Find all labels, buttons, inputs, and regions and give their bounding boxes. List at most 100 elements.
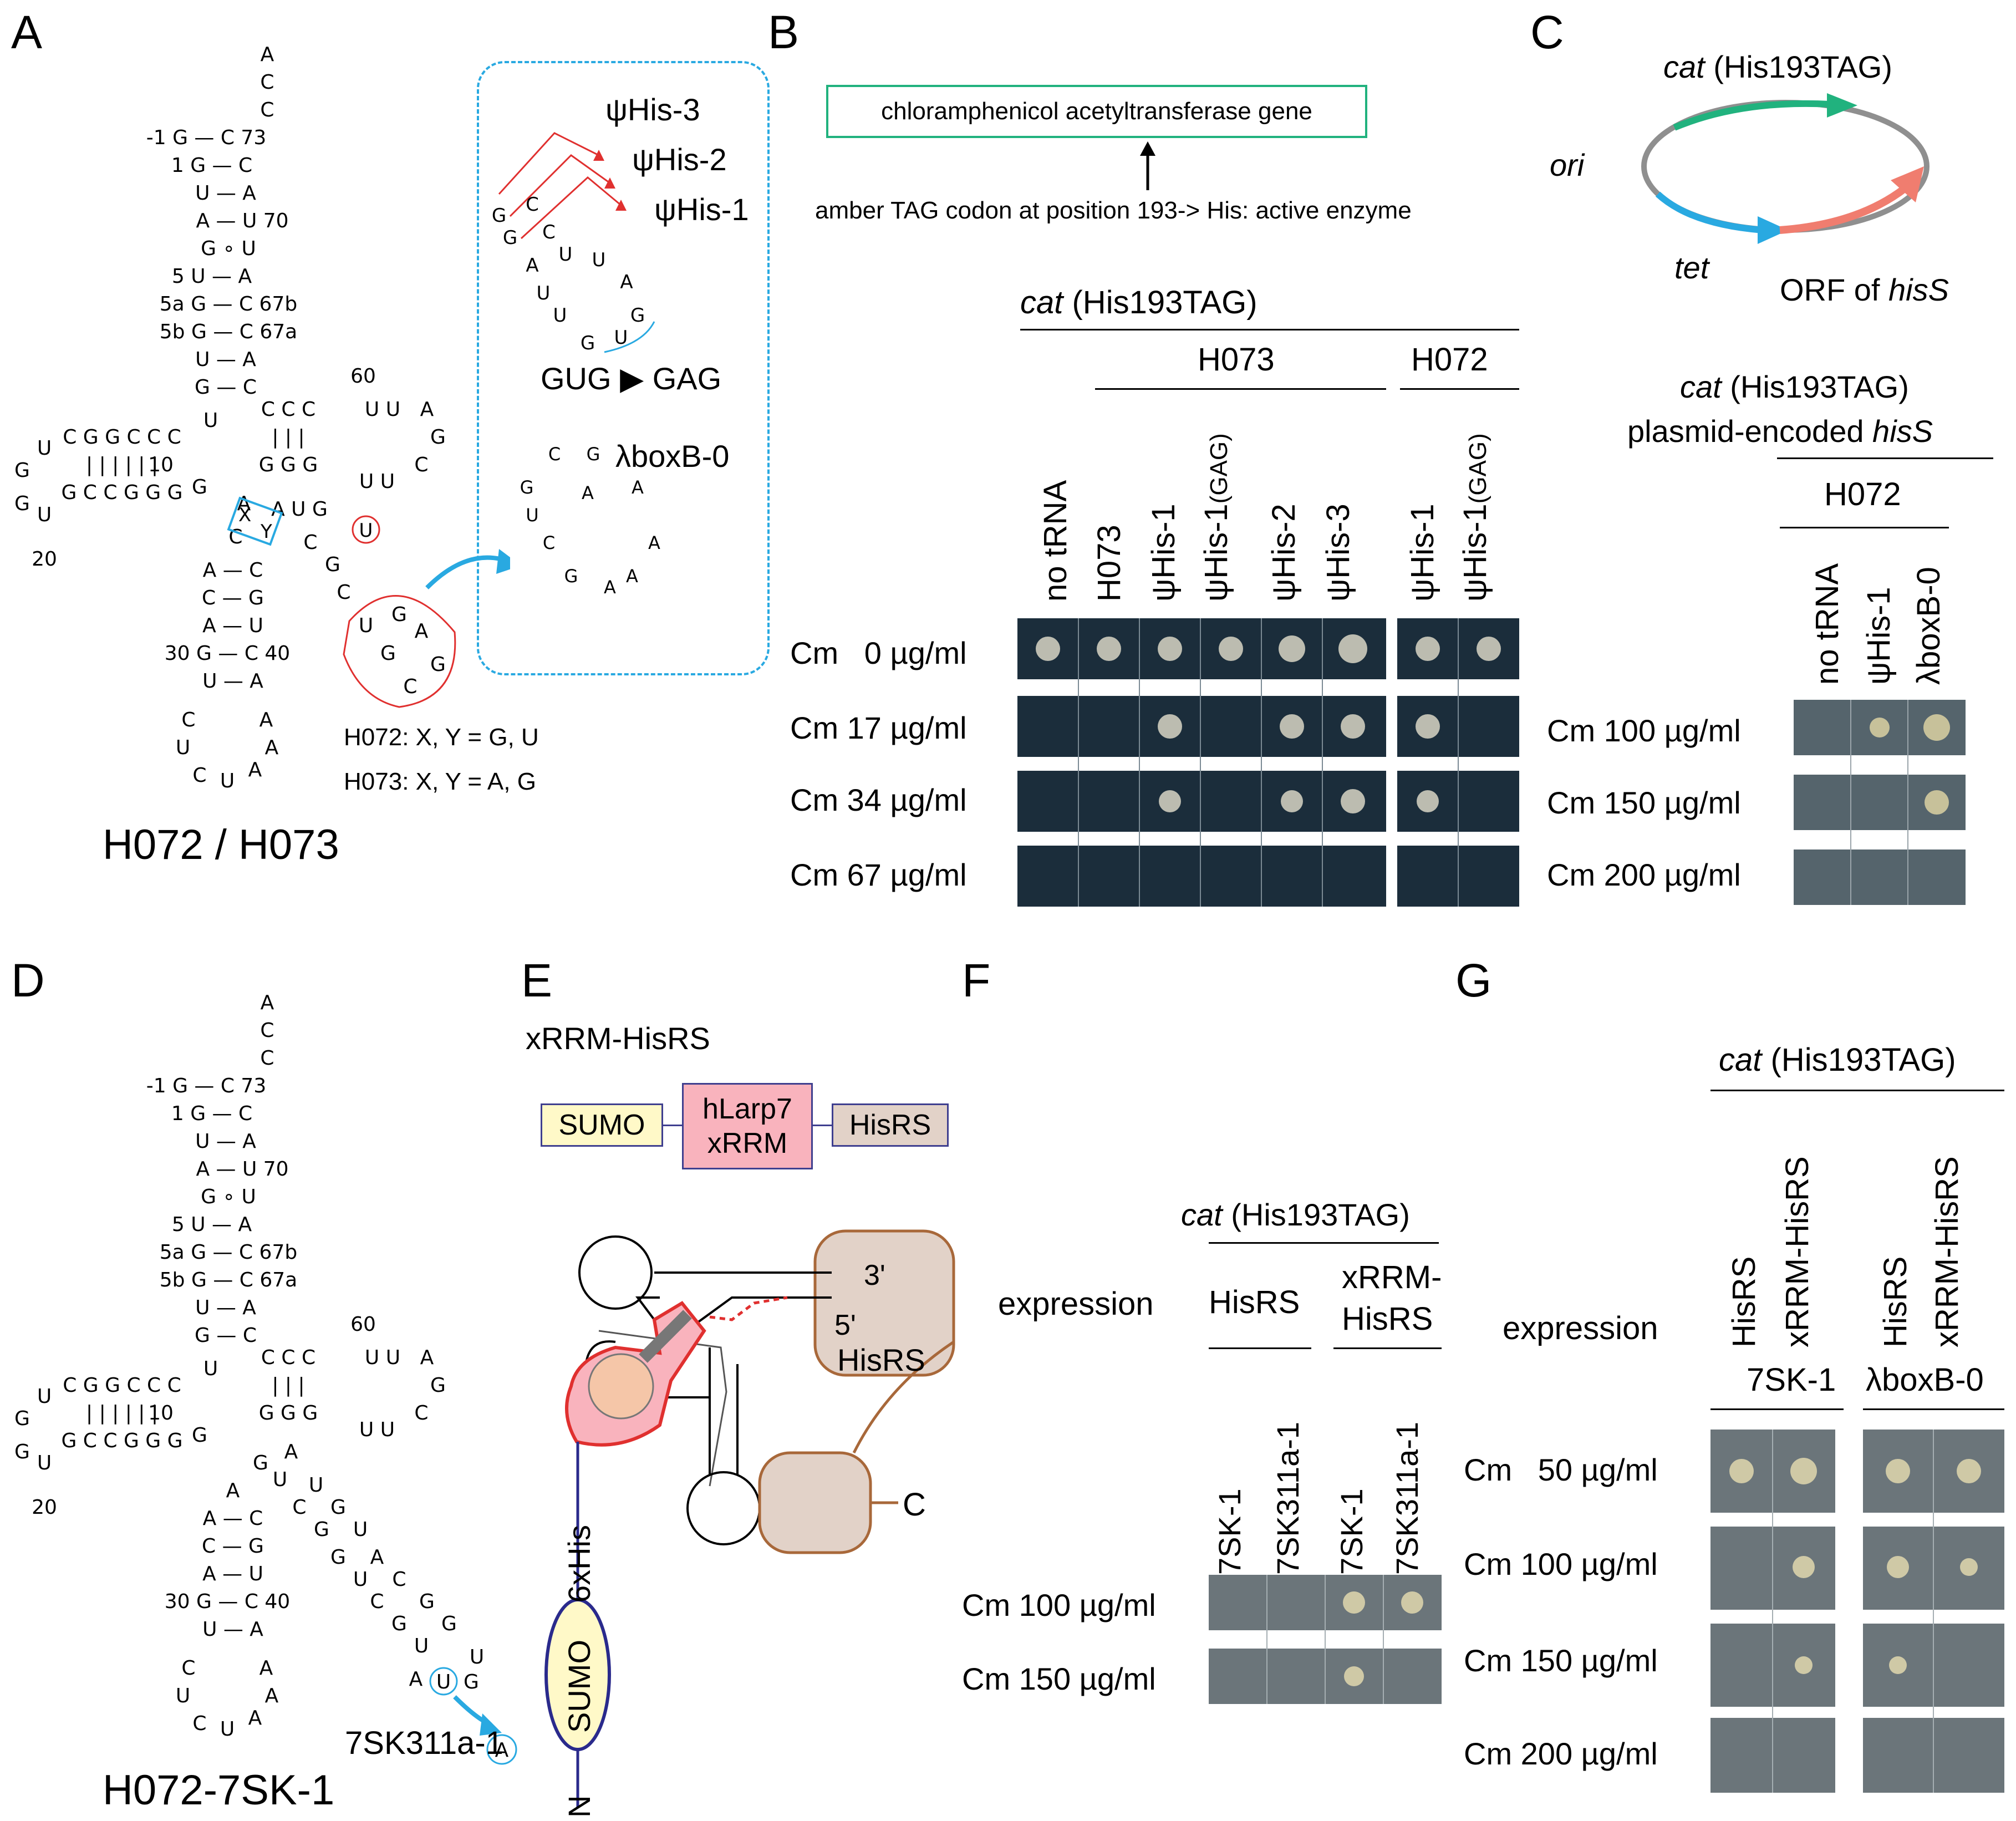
svg-text:A: A	[632, 477, 644, 498]
svg-text:C — G: C — G	[202, 587, 264, 609]
c-title-2: plasmid-encoded hisS	[1627, 413, 1933, 449]
b-col-8-gag: (GAG)	[1464, 433, 1491, 504]
svg-text:C: C	[403, 675, 417, 698]
b-row-2: Cm 17 µg/ml	[790, 710, 967, 745]
panel-label-e: E	[521, 954, 553, 1006]
svg-text:A: A	[495, 1739, 509, 1762]
c-orf-hiss: hisS	[1888, 272, 1949, 307]
c-rule-1	[1777, 457, 1993, 459]
svg-text:C: C	[181, 709, 195, 731]
c-row-1: Cm 100 µg/ml	[1547, 713, 1741, 748]
svg-text:C: C	[392, 1568, 406, 1591]
svg-text:C: C	[337, 581, 350, 604]
svg-text:G: G	[492, 205, 506, 227]
b-h072-rule	[1400, 388, 1519, 390]
c-orf: ORF of hisS	[1780, 272, 1949, 308]
f-xrrm-2: HisRS	[1342, 1301, 1433, 1337]
g-group-1: 7SK-1	[1747, 1362, 1836, 1398]
e-c-term: C	[903, 1487, 926, 1523]
svg-text:G: G	[503, 227, 517, 249]
f-rule-3	[1333, 1347, 1442, 1349]
lboxb-label: λboxB-0	[615, 439, 730, 474]
b-header-cat: cat (His193TAG)	[1020, 284, 1258, 321]
c-rule-2	[1780, 527, 1949, 528]
svg-text:5b G — C 67a: 5b G — C 67a	[160, 321, 297, 343]
svg-text:A: A	[248, 1707, 262, 1730]
svg-text:C G G C C C: C G G C C C	[63, 1374, 181, 1397]
svg-text:G: G	[14, 1407, 30, 1430]
svg-text:C: C	[260, 1019, 274, 1042]
e-3prime: 3'	[864, 1259, 885, 1291]
h073-note: H073: X, Y = A, G	[344, 768, 536, 795]
svg-text:Y: Y	[260, 521, 272, 543]
svg-text:U U: U U	[365, 1346, 400, 1369]
e-5prime: 5'	[834, 1309, 856, 1341]
b-cat-italic: cat	[1020, 284, 1063, 321]
svg-text:5a G — C 67b: 5a G — C 67b	[160, 1241, 297, 1264]
svg-text:G G G: G G G	[259, 454, 318, 476]
f-col-2: 7SK311a-1	[1270, 1421, 1305, 1575]
trna-structure-d: ACC -1 G — C 73 1 G — C U — A A — U 70 G…	[14, 991, 517, 1765]
svg-text:G: G	[587, 444, 600, 465]
svg-text:U: U	[436, 1671, 451, 1693]
svg-text:A: A	[604, 577, 616, 598]
svg-text:U: U	[592, 249, 606, 271]
c-title-cat: cat	[1680, 369, 1722, 404]
svg-text:G: G	[581, 332, 595, 354]
svg-text:A: A	[370, 1546, 384, 1569]
e-sumo-label: SUMO	[558, 1109, 645, 1141]
svg-text:60: 60	[350, 1313, 376, 1336]
svg-text:C C C: C C C	[261, 398, 315, 421]
c-tet: tet	[1674, 250, 1709, 285]
trna-structure-a: ACC -1 G — C 73 1 G — C U — A A — U 70 G…	[14, 43, 510, 792]
e-hisrs-domain: HisRS	[837, 1342, 925, 1377]
svg-text:U: U	[176, 736, 190, 759]
c-orf-text: ORF of	[1780, 272, 1889, 307]
svg-text:| | | | | |: | | | | | |	[86, 1402, 158, 1425]
c-plasmid-cat-italic: cat	[1663, 49, 1705, 84]
b-h073-rule	[1095, 388, 1386, 390]
svg-text:C: C	[414, 454, 428, 476]
g-row-3: Cm 150 µg/ml	[1464, 1643, 1658, 1678]
c-row-3: Cm 200 µg/ml	[1547, 857, 1741, 892]
f-rule-2	[1209, 1347, 1311, 1349]
svg-text:U: U	[220, 1718, 235, 1741]
svg-text:10: 10	[148, 1402, 174, 1425]
c-plasmid-cat: cat (His193TAG)	[1663, 49, 1892, 85]
h072-note: H072: X, Y = G, U	[344, 724, 539, 751]
svg-text:C: C	[543, 532, 555, 553]
svg-text:A: A	[582, 482, 594, 503]
svg-text:1 G — C: 1 G — C	[171, 1102, 252, 1125]
f-hisrs: HisRS	[1209, 1284, 1300, 1320]
panel-label-f: F	[962, 954, 991, 1006]
e-sumo-oval: SUMO	[562, 1640, 597, 1733]
svg-text:A: A	[409, 1668, 423, 1691]
svg-text:C: C	[548, 444, 561, 465]
svg-text:G: G	[330, 1546, 346, 1569]
panel-label-b: B	[768, 6, 800, 58]
svg-text:30 G — C 40: 30 G — C 40	[165, 642, 290, 665]
b-row-3: Cm 34 µg/ml	[790, 782, 967, 817]
svg-text:G G G: G G G	[259, 1402, 318, 1425]
svg-text:G: G	[380, 642, 396, 665]
f-cat-italic: cat	[1181, 1197, 1223, 1232]
svg-text:U: U	[273, 1468, 287, 1491]
svg-text:C: C	[292, 1496, 306, 1519]
g-col-3: HisRS	[1877, 1256, 1913, 1347]
cat-gene-label: chloramphenicol acetyltransferase gene	[881, 98, 1312, 125]
g-expression: expression	[1503, 1310, 1658, 1346]
amber-arrow	[1140, 141, 1155, 190]
svg-text:5b G — C 67a: 5b G — C 67a	[160, 1269, 297, 1291]
svg-text:A: A	[265, 736, 279, 759]
svg-text:G — C: G — C	[195, 376, 257, 399]
svg-text:U: U	[353, 1568, 368, 1591]
svg-text:C G G C C C: C G G C C C	[63, 426, 181, 449]
c-h072: H072	[1824, 476, 1901, 512]
svg-text:20: 20	[32, 1496, 57, 1519]
panel-label-a: A	[11, 6, 43, 58]
svg-text:U: U	[537, 282, 551, 304]
svg-text:A — C: A — C	[203, 1507, 263, 1530]
svg-text:U: U	[220, 770, 235, 792]
